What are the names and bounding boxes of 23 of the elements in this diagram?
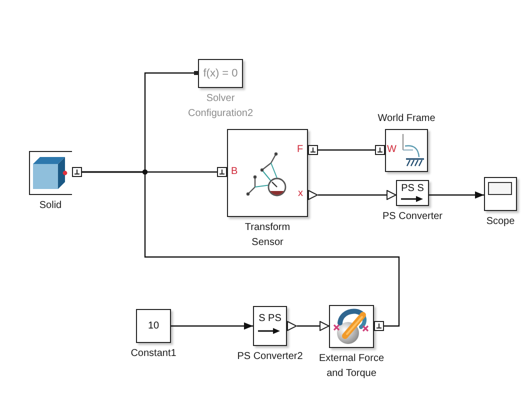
port-label: W: [387, 144, 396, 155]
equation-label: f(x) = 0: [203, 68, 238, 79]
block-name: External Force and Torque: [318, 352, 386, 381]
signal-arrow: [318, 190, 396, 200]
block-name: PS Converter2: [237, 350, 303, 364]
port-label: B: [231, 166, 238, 177]
port-label: F: [297, 144, 304, 155]
block-name: Transform Sensor: [244, 221, 292, 250]
block-name: Solid: [39, 199, 62, 213]
constant-value: 10: [148, 320, 160, 332]
block-name: Constant1: [130, 347, 176, 361]
signal-arrow: [297, 321, 330, 331]
port-label: x: [298, 188, 303, 199]
connection-line: [318, 149, 375, 151]
signal-arrow: [429, 191, 484, 199]
connection-line: [82, 171, 400, 327]
signal-arrow: [171, 322, 253, 330]
block-label: S PS: [258, 313, 282, 324]
block-name: PS Converter: [382, 210, 443, 224]
block-label: PS S: [401, 183, 424, 194]
block-name: Scope: [486, 215, 515, 229]
block-name: World Frame: [378, 112, 436, 126]
block-name: Solver Configuration2: [186, 92, 254, 121]
